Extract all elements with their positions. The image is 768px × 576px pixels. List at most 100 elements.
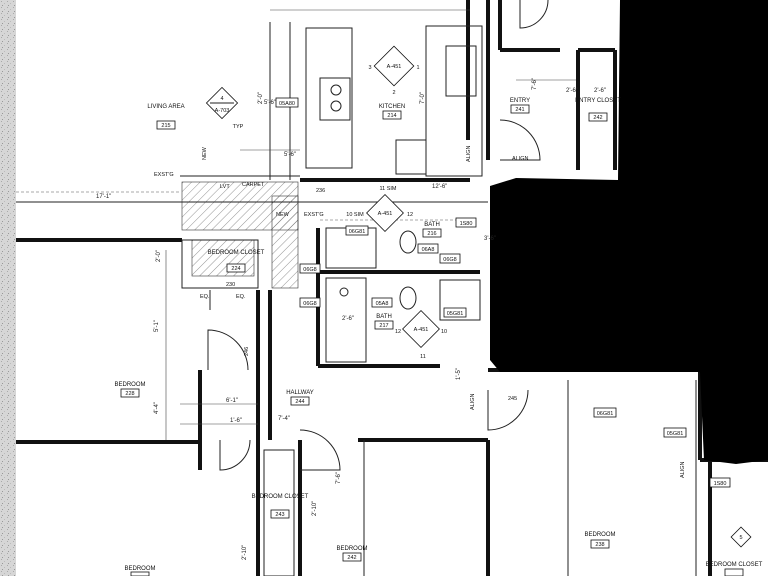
- svg-text:2'-0": 2'-0": [156, 250, 162, 262]
- room-name-bedroom-center: BEDROOM: [336, 546, 367, 552]
- svg-text:215: 215: [161, 123, 170, 129]
- marks: 236 245 246 230: [226, 188, 517, 402]
- svg-text:241: 241: [515, 107, 524, 113]
- svg-text:12: 12: [407, 212, 413, 218]
- svg-text:7'-0": 7'-0": [420, 92, 426, 104]
- room-name-bath-top: BATH: [424, 222, 440, 228]
- svg-text:1S80: 1S80: [714, 481, 727, 487]
- svg-text:NEW: NEW: [202, 146, 208, 160]
- room-name-bedroom-closet-br: BEDROOM CLOSET: [706, 562, 763, 568]
- svg-text:7'-6": 7'-6": [532, 78, 538, 90]
- svg-text:228: 228: [125, 391, 134, 397]
- svg-text:EXST'G: EXST'G: [154, 172, 174, 178]
- kitchen-elevation-callout: A-451 3 1 2: [368, 45, 420, 96]
- door-swings: [207, 0, 549, 471]
- svg-text:7'-6": 7'-6": [336, 472, 342, 484]
- room-name-entry-closet: ENTRY CLOSET: [575, 98, 621, 104]
- bath-elevation-callout-top: A-451 10 SIM 12 11 SIM: [346, 186, 413, 232]
- svg-text:06G8: 06G8: [443, 257, 456, 263]
- linework: [16, 9, 697, 576]
- room-name-living-area: LIVING AREA: [147, 104, 184, 110]
- svg-text:242: 242: [347, 555, 356, 561]
- svg-text:06A8: 06A8: [422, 247, 435, 253]
- svg-text:10: 10: [441, 329, 447, 335]
- svg-text:10 SIM: 10 SIM: [346, 212, 364, 218]
- svg-text:11: 11: [420, 354, 426, 360]
- svg-text:3'-6": 3'-6": [484, 236, 496, 242]
- svg-text:05G81: 05G81: [667, 431, 684, 437]
- svg-text:214: 214: [387, 113, 396, 119]
- corner-detail-callout: 5: [730, 526, 752, 548]
- svg-text:12'-6": 12'-6": [432, 184, 447, 190]
- svg-text:2'-6": 2'-6": [342, 316, 354, 322]
- svg-text:A-451: A-451: [387, 64, 402, 70]
- svg-text:2: 2: [392, 90, 395, 96]
- svg-text:2'-6": 2'-6": [566, 88, 578, 94]
- svg-text:06G8: 06G8: [303, 301, 316, 307]
- svg-text:ALIGN: ALIGN: [680, 461, 686, 478]
- svg-text:4: 4: [220, 96, 223, 102]
- room-name-entry: ENTRY: [510, 98, 530, 104]
- svg-text:17'-1": 17'-1": [96, 194, 111, 200]
- svg-text:LVT: LVT: [220, 184, 230, 190]
- svg-text:224: 224: [231, 266, 240, 272]
- room-name-bedroom-bottom-left: BEDROOM: [124, 566, 155, 572]
- svg-text:05G81: 05G81: [447, 311, 464, 317]
- svg-text:CARPET: CARPET: [242, 182, 265, 188]
- svg-text:242: 242: [593, 115, 602, 121]
- svg-text:11 SIM: 11 SIM: [379, 186, 396, 192]
- svg-text:EXST'G: EXST'G: [304, 212, 324, 218]
- svg-text:A-451: A-451: [414, 327, 429, 333]
- bath-elevation-callout-mid: A-451 12 10 11: [395, 310, 447, 360]
- svg-text:244: 244: [295, 399, 304, 405]
- svg-text:A-703: A-703: [215, 108, 230, 114]
- svg-text:1S80: 1S80: [460, 221, 473, 227]
- svg-text:06G81: 06G81: [349, 229, 366, 235]
- room-name-bedroom-right: BEDROOM: [584, 532, 615, 538]
- svg-text:236: 236: [316, 188, 325, 194]
- room-name-hallway: HALLWAY: [286, 390, 314, 396]
- svg-text:245: 245: [508, 396, 517, 402]
- bath-fixtures: [330, 84, 417, 310]
- svg-text:3: 3: [368, 65, 371, 71]
- room-name-bedroom-closet-top: BEDROOM CLOSET: [208, 250, 265, 256]
- svg-text:1: 1: [416, 65, 419, 71]
- svg-text:216: 216: [427, 231, 436, 237]
- room-name-bath-mid: BATH: [376, 314, 392, 320]
- svg-text:TYP: TYP: [233, 124, 244, 130]
- svg-text:246: 246: [244, 347, 250, 356]
- svg-text:ALIGN: ALIGN: [512, 156, 529, 162]
- svg-text:06G8: 06G8: [303, 267, 316, 273]
- room-name-bedroom-left: BEDROOM: [114, 382, 145, 388]
- svg-text:2'-10": 2'-10": [242, 545, 248, 560]
- svg-text:5'-1": 5'-1": [154, 320, 160, 332]
- room-name-bedroom-closet-bottom: BEDROOM CLOSET: [252, 494, 309, 500]
- svg-text:4'-4": 4'-4": [154, 402, 160, 414]
- svg-text:5'-6": 5'-6": [284, 152, 296, 158]
- svg-text:06G81: 06G81: [597, 411, 614, 417]
- svg-text:243: 243: [275, 512, 284, 518]
- svg-text:A-451: A-451: [378, 211, 393, 217]
- svg-text:ALIGN: ALIGN: [466, 145, 472, 162]
- svg-text:217: 217: [379, 323, 388, 329]
- svg-text:EQ.: EQ.: [200, 294, 210, 300]
- room-name-kitchen: KITCHEN: [379, 104, 405, 110]
- svg-text:NEW: NEW: [276, 212, 290, 218]
- svg-text:5: 5: [739, 535, 742, 541]
- hatched-area-strip: [271, 195, 299, 289]
- scan-edge-left: [0, 0, 16, 576]
- svg-text:2'-0": 2'-0": [258, 92, 264, 104]
- svg-text:05A80: 05A80: [279, 101, 295, 107]
- svg-text:ALIGN: ALIGN: [470, 393, 476, 410]
- svg-text:230: 230: [226, 282, 235, 288]
- svg-text:12: 12: [395, 329, 401, 335]
- svg-text:6'-1": 6'-1": [226, 398, 238, 404]
- svg-text:1'-5": 1'-5": [456, 368, 462, 380]
- svg-text:7'-4": 7'-4": [278, 416, 290, 422]
- dimensions: 5'-6" 17'-1" 12'-6" 7'-0" 2'-6" 2'-0" 6'…: [96, 78, 606, 560]
- notes: EXST'G EXST'G NEW NEW LVT CARPET ALIGN A…: [154, 145, 686, 478]
- svg-text:238: 238: [595, 542, 604, 548]
- room-labels: LIVING AREA 215 KITCHEN 214 ENTRY 241 EN…: [114, 98, 763, 576]
- redaction-block: [490, 0, 768, 464]
